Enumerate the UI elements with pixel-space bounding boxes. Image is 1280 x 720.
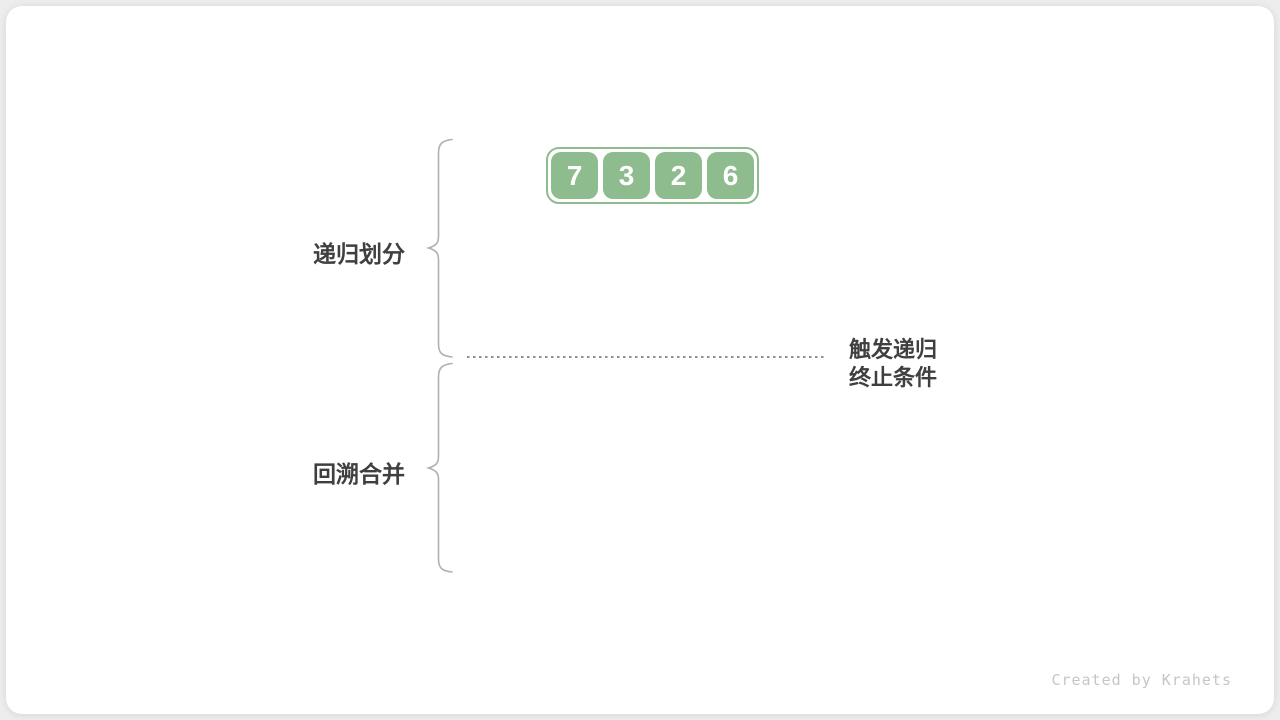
array-cell: 2 xyxy=(655,152,702,199)
array-container: 7 3 2 6 xyxy=(546,147,759,204)
array-cell: 6 xyxy=(707,152,754,199)
array-cell: 7 xyxy=(551,152,598,199)
diagram-card: 7 3 2 6 递归划分 回溯合并 触发递归 终止条件 Created by K… xyxy=(6,6,1274,714)
array-cell: 3 xyxy=(603,152,650,199)
recursive-divide-label: 递归划分 xyxy=(313,241,405,267)
termination-condition-line1: 触发递归 xyxy=(849,337,938,362)
backtrack-merge-label: 回溯合并 xyxy=(313,461,405,487)
watermark-text: Created by Krahets xyxy=(1051,671,1232,689)
termination-condition-label: 触发递归 终止条件 xyxy=(849,336,937,392)
termination-condition-line2: 终止条件 xyxy=(849,365,938,390)
